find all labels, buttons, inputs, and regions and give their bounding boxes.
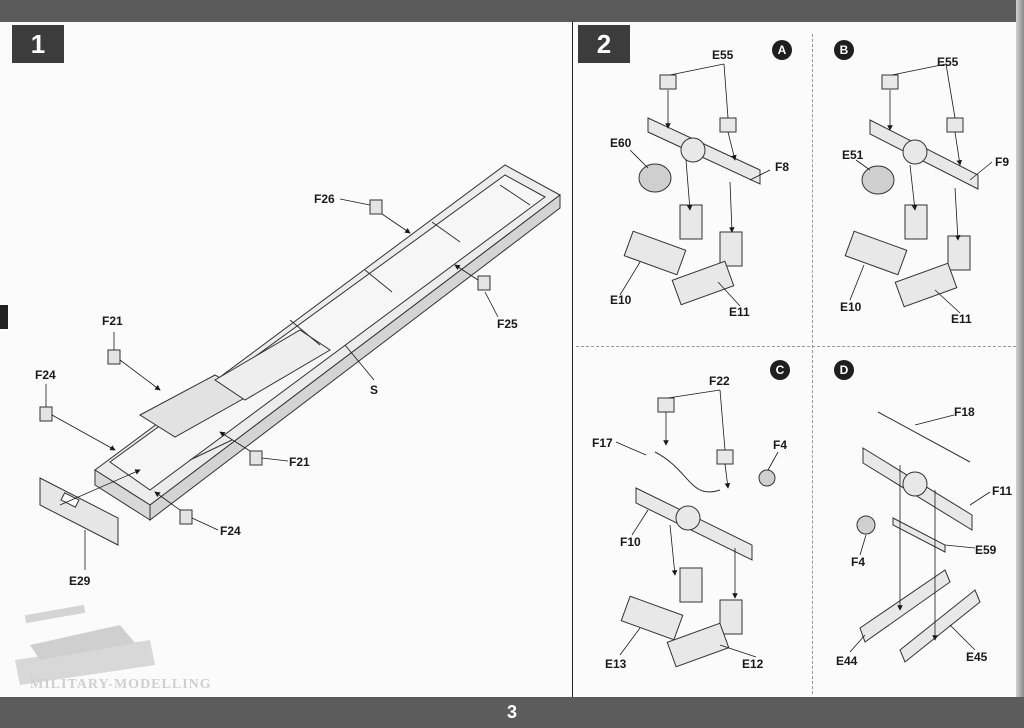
part-f21-bottom-label: F21 [289, 455, 310, 469]
watermark-tank-logo [15, 605, 155, 685]
variant-d-e44-label: E44 [836, 654, 858, 668]
part-f21-top-label: F21 [102, 314, 123, 328]
part-f25-label: F25 [497, 317, 518, 331]
part-f24-left-label: F24 [35, 368, 56, 382]
part-s-label: S [370, 383, 379, 397]
variant-c-f10-label: F10 [620, 535, 641, 549]
variant-c-f22-label: F22 [709, 374, 730, 388]
small-parts-step1 [39, 199, 491, 525]
variant-a-badge: A [772, 40, 792, 60]
variant-a-e11-label: E11 [729, 305, 750, 319]
step-1-number: 1 [12, 25, 64, 63]
variant-d-e59-label: E59 [975, 543, 997, 557]
variant-c-f17-label: F17 [592, 436, 613, 450]
variant-c-e12-label: E12 [742, 657, 764, 671]
variant-d-badge: D [834, 360, 854, 380]
variant-d-f18-label: F18 [954, 405, 975, 419]
variant-a-e55-label: E55 [712, 48, 734, 62]
part-f24-bottom-label: F24 [220, 524, 241, 538]
variant-divider-horizontal [576, 346, 1016, 347]
page-edge [1016, 0, 1024, 728]
axle-variant-b [844, 74, 979, 308]
variant-d-f4-label: F4 [851, 555, 866, 569]
binding-mark [0, 305, 8, 329]
part-f26-label: F26 [314, 192, 335, 206]
step-2-number: 2 [578, 25, 630, 63]
variant-b-badge: B [834, 40, 854, 60]
variant-a-f8-label: F8 [775, 160, 790, 174]
watermark-text: MILITARY-MODELLING [30, 677, 212, 692]
variant-d-f11-label: F11 [992, 484, 1013, 498]
variant-b-e55-label: E55 [937, 55, 959, 69]
variant-a-e10-label: E10 [610, 293, 632, 307]
variant-c-e13-label: E13 [605, 657, 627, 671]
variant-b-f9-label: F9 [995, 155, 1010, 169]
axle-variant-d [856, 411, 981, 663]
step-divider [572, 22, 573, 697]
variant-c-badge: C [770, 360, 790, 380]
variant-b-e11-label: E11 [951, 312, 972, 326]
variant-d-e45-label: E45 [966, 650, 988, 664]
variant-a-e60-label: E60 [610, 136, 632, 150]
bumper [39, 477, 119, 546]
part-e29-label: E29 [69, 574, 91, 588]
top-bar [0, 0, 1024, 22]
page-number: 3 [506, 702, 517, 722]
variant-divider-vertical [812, 34, 813, 694]
axle-variant-c [620, 397, 776, 668]
variant-b-e10-label: E10 [840, 300, 862, 314]
bottom-bar [0, 697, 1024, 728]
variant-c-f4-label: F4 [773, 438, 788, 452]
axle-variant-a [623, 74, 761, 306]
variant-b-e51-label: E51 [842, 148, 864, 162]
chassis-frame [94, 164, 561, 522]
